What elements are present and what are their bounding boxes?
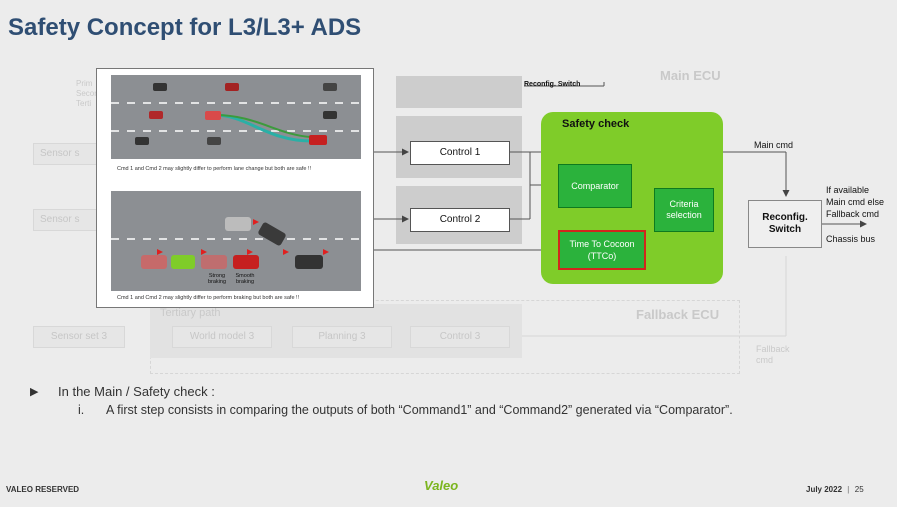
safety-check-label: Safety check xyxy=(562,118,630,130)
faded-path-labels: Prim Second Terti xyxy=(76,79,103,109)
braking-cars xyxy=(141,217,323,269)
faded-tertiary-label: Terti xyxy=(76,99,92,108)
reconfig-switch-top-label: Reconfig. Switch xyxy=(524,81,581,88)
sub-bullet-text: A first step consists in comparing the o… xyxy=(106,403,733,417)
sub-bullet-marker: i. xyxy=(78,403,85,417)
footer-page-number: 25 xyxy=(854,485,864,494)
faded-tertiary-path: Tertiary path xyxy=(160,307,221,319)
footer-reserved: VALEO RESERVED xyxy=(6,485,80,494)
faded-main-ecu: Main ECU xyxy=(660,68,721,83)
page-title: Safety Concept for L3/L3+ ADS xyxy=(8,14,362,41)
chassis-bus-label: Chassis bus xyxy=(826,234,876,244)
lane-change-cars xyxy=(135,83,337,145)
label-smooth-braking: Smooth braking xyxy=(235,273,255,285)
caption-lane-change: Cmd 1 and Cmd 2 may slightly differ to p… xyxy=(117,166,312,172)
bullet-arrow-icon: ▶ xyxy=(30,386,39,398)
reconfig-switch-box: Reconfig. Switch xyxy=(748,200,822,248)
ttc-box: Time To Cocoon (TTCo) xyxy=(558,230,646,270)
comparator-box: Comparator xyxy=(558,164,632,208)
label-strong-braking: Strong braking xyxy=(207,273,227,285)
valeo-logo: Valeo xyxy=(424,478,459,493)
footer-date: July 2022 xyxy=(806,485,843,494)
control-1-box: Control 1 xyxy=(410,141,510,165)
scenario-inset: Cmd 1 and Cmd 2 may slightly differ to p… xyxy=(96,68,374,308)
faded-secondary-label: Second xyxy=(76,89,104,98)
criteria-selection-box: Criteria selection xyxy=(654,188,714,232)
faded-control-3: Control 3 xyxy=(410,326,510,348)
bullet-main-safety-check: In the Main / Safety check : xyxy=(58,384,215,399)
faded-fallback-ecu: Fallback ECU xyxy=(636,307,720,322)
footer-date-page: July 2022 | 25 xyxy=(806,485,864,494)
faded-sensor-set-3: Sensor set 3 xyxy=(33,326,125,348)
gray-band-top xyxy=(396,76,522,108)
control-2-box: Control 2 xyxy=(410,208,510,232)
scenario-illustration xyxy=(111,75,361,291)
faded-primary-label: Prim xyxy=(76,79,93,88)
faded-planning-3: Planning 3 xyxy=(292,326,392,348)
faded-world-model-3: World model 3 xyxy=(172,326,272,348)
road-braking xyxy=(111,191,361,291)
main-cmd-label: Main cmd xyxy=(754,140,794,150)
faded-fallback-cmd: Fallback cmd xyxy=(756,344,790,365)
if-available-label: If available Main cmd else Fallback cmd xyxy=(826,185,885,219)
caption-braking: Cmd 1 and Cmd 2 may slightly differ to p… xyxy=(117,295,300,301)
faded-sensor-b: Sensor s xyxy=(33,209,103,231)
footer-separator: | xyxy=(847,485,850,494)
